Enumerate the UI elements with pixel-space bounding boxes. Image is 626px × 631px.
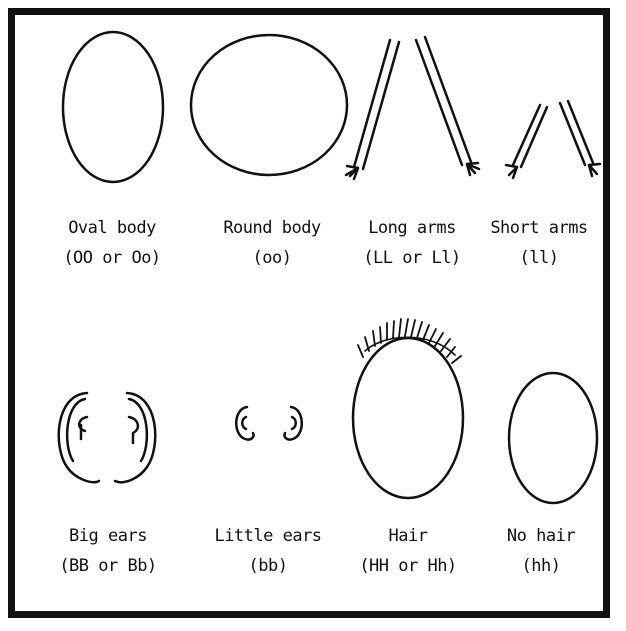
trait-genotype: (HH or Hh) <box>333 551 483 581</box>
no-hair-icon <box>509 373 597 503</box>
trait-genotype: (hh) <box>481 551 601 581</box>
caption-little-ears: Little ears (bb) <box>193 521 343 581</box>
caption-short-arms: Short arms (ll) <box>477 213 601 273</box>
caption-oval-body: Oval body (OO or Oo) <box>37 213 187 273</box>
diagram-frame: Oval body (OO or Oo) Round body (oo) Lon… <box>8 8 610 618</box>
caption-long-arms: Long arms (LL or Ll) <box>337 213 487 273</box>
hair-icon <box>353 319 463 498</box>
caption-big-ears: Big ears (BB or Bb) <box>33 521 183 581</box>
trait-name: Hair <box>333 521 483 551</box>
caption-round-body: Round body (oo) <box>197 213 347 273</box>
caption-hair: Hair (HH or Hh) <box>333 521 483 581</box>
trait-name: Little ears <box>193 521 343 551</box>
little-ears-icon <box>236 407 302 440</box>
trait-genotype: (OO or Oo) <box>37 243 187 273</box>
oval-body-icon <box>63 32 163 182</box>
big-ears-icon <box>59 393 156 482</box>
short-arms-icon <box>506 101 600 178</box>
trait-name: Oval body <box>37 213 187 243</box>
long-arms-icon <box>346 37 479 179</box>
trait-name: Short arms <box>477 213 601 243</box>
trait-genotype: (LL or Ll) <box>337 243 487 273</box>
trait-genotype: (bb) <box>193 551 343 581</box>
trait-name: Big ears <box>33 521 183 551</box>
caption-no-hair: No hair (hh) <box>481 521 601 581</box>
round-body-icon <box>191 35 347 175</box>
trait-name: Round body <box>197 213 347 243</box>
trait-name: Long arms <box>337 213 487 243</box>
trait-name: No hair <box>481 521 601 551</box>
trait-genotype: (BB or Bb) <box>33 551 183 581</box>
trait-genotype: (ll) <box>477 243 601 273</box>
trait-genotype: (oo) <box>197 243 347 273</box>
